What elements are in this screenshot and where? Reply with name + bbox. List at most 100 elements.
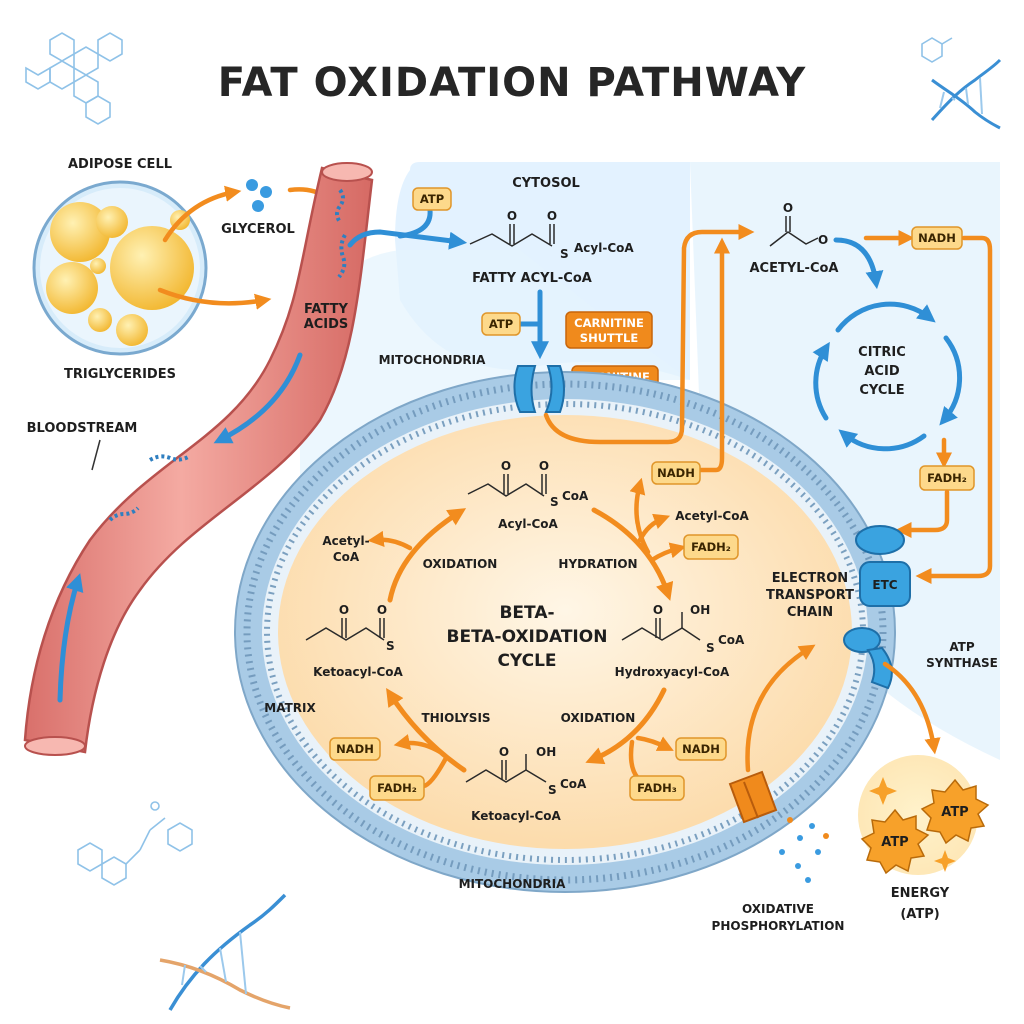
atp-synthase-label-2: SYNTHASE (926, 656, 998, 670)
bloodstream-label: BLOODSTREAM (27, 421, 138, 436)
cycle-center-label-1: BETA- (499, 603, 554, 623)
arrow-oxphos-up (745, 644, 816, 773)
triglycerides-label: TRIGLYCERIDES (64, 367, 176, 382)
etc-protein-label: ETC (872, 578, 897, 592)
dna-helix-bottom-left-icon (159, 893, 291, 1011)
svg-text:OH: OH (690, 603, 710, 617)
fadh3-badge-bottom-right: FADH₃ (629, 775, 685, 801)
arrow-shuttle-to-acetyl-coa (543, 223, 755, 445)
citric-acid-cycle-label-3: CYCLE (859, 383, 904, 398)
acyl-coa-molecule: O O S CoA (467, 459, 589, 509)
svg-text:O: O (539, 459, 549, 473)
atp-energy-burst: ATP ATP (858, 755, 990, 875)
arrow-to-acetyl-coa-right (637, 513, 671, 543)
arrow-nadh-out-right (629, 477, 651, 555)
step-thiolysis: THIOLYSIS (421, 711, 490, 725)
citric-acid-cycle-label-1: CITRIC (858, 345, 906, 360)
svg-text:O: O (499, 745, 509, 759)
arrow-cell-to-fatty-acids (157, 287, 272, 310)
svg-text:CARNITINE: CARNITINE (574, 316, 644, 330)
acetyl-coa-left-label-2: CoA (333, 550, 360, 564)
dna-helix-top-right-icon (930, 58, 1002, 130)
acetyl-coa-molecule-top: O O (769, 201, 828, 247)
acetyl-coa-right-label: Acetyl-CoA (675, 509, 749, 523)
fadh2-badge-right: FADH₂ (919, 465, 975, 491)
citric-acid-cycle-label-2: ACID (864, 364, 899, 379)
svg-text:O: O (339, 603, 349, 617)
arrow-to-nadh-bottom-left (393, 734, 443, 755)
svg-text:CoA: CoA (718, 633, 745, 647)
svg-text:S: S (560, 247, 569, 261)
acyl-coa-label: Acyl-CoA (498, 517, 558, 531)
energy-label-2: (ATP) (900, 907, 939, 922)
svg-text:O: O (377, 603, 387, 617)
nadh-badge-top-right: NADH (911, 226, 963, 250)
svg-text:NADH: NADH (918, 231, 956, 245)
acetyl-coa-left-label-1: Acetyl- (322, 534, 369, 548)
arrow-to-nadh-bottom-right (635, 735, 674, 751)
svg-text:O: O (653, 603, 663, 617)
fatty-acids-label-2: ACIDS (304, 317, 349, 332)
atp-burst-label-2: ATP (881, 835, 908, 850)
oxphos-label-2: PHOSPHORYLATION (712, 919, 845, 933)
ketoacyl-coa-molecule-bottom: O OH S CoA (465, 745, 587, 797)
etc-label-3: CHAIN (787, 605, 833, 620)
arrow-to-fadh2-right (649, 542, 687, 563)
svg-text:O: O (818, 233, 828, 247)
ketoacyl-coa-bottom-label: Ketoacyl-CoA (471, 809, 561, 823)
arrow-nadh-up (697, 237, 731, 473)
beta-oxidation-cycle-arrows (386, 507, 674, 773)
svg-text:ATP: ATP (420, 192, 444, 206)
svg-text:CoA: CoA (560, 777, 587, 791)
carnitine-transporter-protein (513, 365, 565, 413)
atp-synthase-label-1: ATP (949, 640, 975, 654)
sparkle-icon (934, 850, 956, 872)
arrow-fadh2-to-etc (895, 489, 950, 539)
nadh-badge-bottom-right: NADH (675, 737, 727, 761)
svg-text:CoA: CoA (562, 489, 589, 503)
acetyl-coa-label-top: ACETYL-CoA (750, 261, 839, 276)
arrow-fatty-acids-to-acyl-coa (347, 229, 468, 250)
step-hydration: HYDRATION (558, 557, 637, 571)
mitochondria-label-top: MITOCHONDRIA (379, 353, 487, 367)
energy-label-1: ENERGY (891, 886, 950, 901)
glycerol-molecules (246, 179, 272, 212)
svg-text:FADH₃: FADH₃ (637, 781, 677, 795)
svg-text:NADH: NADH (682, 742, 720, 756)
etc-protein-complex: ETC (843, 525, 911, 690)
svg-text:O: O (547, 209, 557, 223)
fatty-acyl-coa-molecule: O O S Acyl-CoA (469, 209, 634, 261)
decorative-molecule-icon (77, 801, 193, 886)
bloodstream-pointer (91, 439, 101, 471)
ketoacyl-coa-left-label: Ketoacyl-CoA (313, 665, 403, 679)
svg-text:S: S (548, 783, 557, 797)
mitochondria-label-bottom: MITOCHONDRIA (459, 877, 567, 891)
svg-text:S: S (550, 495, 559, 509)
step-oxidation-2: OXIDATION (561, 711, 636, 725)
svg-text:ATP: ATP (489, 317, 513, 331)
fatty-acids-label-1: FATTY (304, 302, 348, 317)
ketoacyl-coa-molecule-left: O O S (305, 603, 395, 653)
proton-dots (779, 817, 829, 883)
svg-text:SHUTTLE: SHUTTLE (580, 331, 639, 345)
decorative-hexagon-top-right (921, 37, 953, 63)
step-oxidation-1: OXIDATION (423, 557, 498, 571)
citric-acid-cycle-arrows (812, 301, 963, 452)
svg-text:FADH₂: FADH₂ (691, 540, 731, 554)
arrow-synthase-to-atp (882, 661, 941, 755)
nadh-badge-bottom-left: NADH (329, 737, 381, 761)
blood-vessel (23, 162, 374, 756)
atp-synthase-channel (728, 770, 778, 824)
arrow-acetyl-coa-to-cycle (833, 237, 884, 290)
nadh-badge-upper: NADH (651, 461, 701, 485)
svg-text:NADH: NADH (336, 742, 374, 756)
svg-text:S: S (386, 639, 395, 653)
atp-badge-cytosol: ATP (412, 187, 452, 211)
svg-text:O: O (783, 201, 793, 215)
svg-text:FADH₂: FADH₂ (927, 471, 967, 485)
etc-label-2: TRANSPORT (766, 588, 854, 603)
arrow-bloodstream-down (213, 352, 303, 444)
cytosol-label: CYTOSOL (512, 176, 580, 191)
